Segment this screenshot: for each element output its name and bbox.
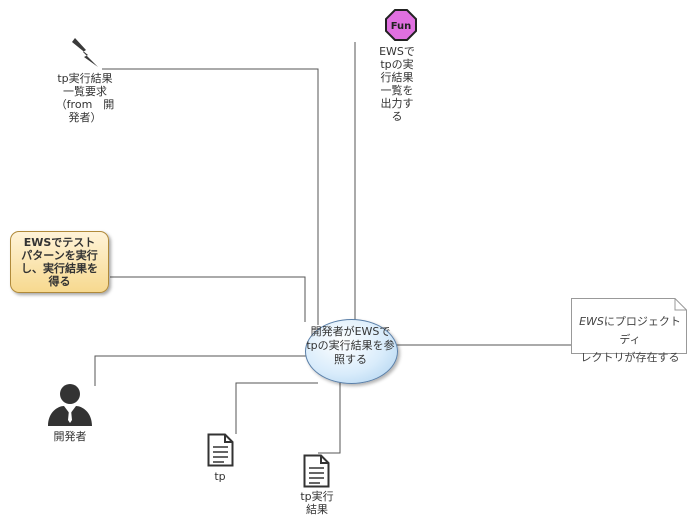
user-icon bbox=[48, 384, 92, 426]
function-fun-icon: Fun bbox=[385, 9, 417, 41]
document-icon bbox=[207, 433, 234, 467]
usecase-ellipse bbox=[305, 319, 398, 384]
note-shape bbox=[571, 298, 687, 354]
connector-goal bbox=[110, 276, 306, 322]
note-italic: EWS bbox=[579, 315, 604, 328]
note-line2: レクトリが存在する bbox=[580, 351, 680, 364]
event-label: tp実行結果 一覧要求 （from 開 発者） bbox=[55, 72, 115, 124]
doc-result-label: tp実行 結果 bbox=[300, 490, 334, 516]
note-line1: にプロジェクトディ bbox=[603, 315, 681, 346]
actor-label: 開発者 bbox=[53, 430, 87, 443]
function-badge: Fun bbox=[391, 21, 412, 32]
document-icon bbox=[303, 454, 330, 488]
lightning-icon bbox=[72, 38, 98, 67]
usecase-label: 開発者がEWSで tpの実行結果を参 照する bbox=[306, 325, 395, 366]
connector-event bbox=[102, 68, 319, 325]
connector-doc-tp bbox=[235, 382, 318, 434]
connector-doc-result bbox=[318, 380, 341, 454]
note-text: EWSにプロジェクトディレクトリが存在する bbox=[574, 313, 686, 367]
connector-actor bbox=[94, 355, 306, 386]
function-label: EWSで tpの実 行結果 一覧を 出力す る bbox=[379, 45, 415, 123]
doc-tp-label: tp bbox=[214, 470, 226, 483]
goal-box: EWSでテスト パターンを実行 し、実行結果を 得る bbox=[10, 231, 109, 293]
